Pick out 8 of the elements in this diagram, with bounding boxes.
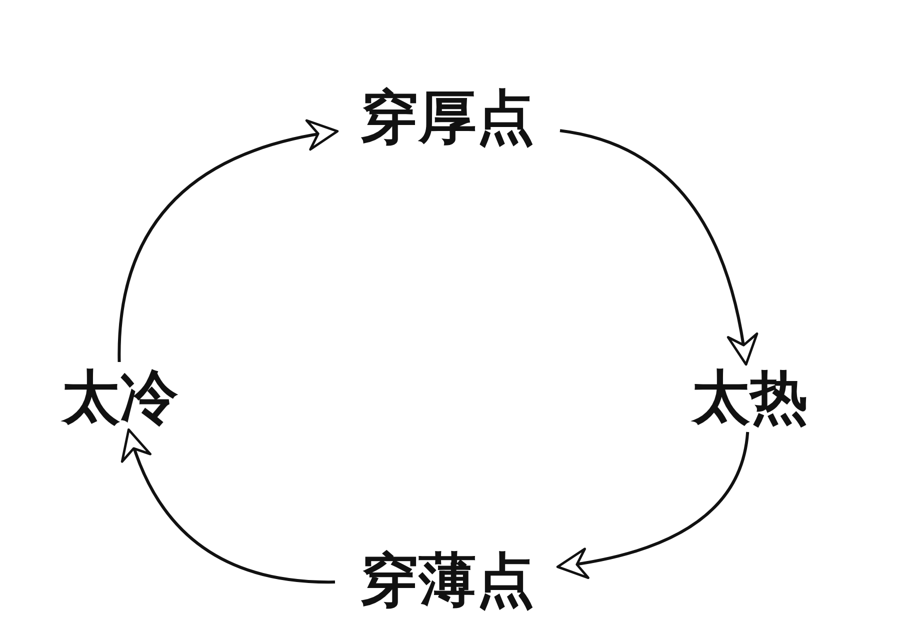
curved-arrow [122,428,336,584]
curved-arrow [560,129,758,366]
node-label: 穿薄点 [360,551,534,609]
node-label: 穿厚点 [360,88,534,146]
curved-arrow [118,120,339,362]
node-label: 太冷 [62,368,178,426]
curved-arrow [556,432,750,578]
node-label: 太热 [692,368,808,426]
